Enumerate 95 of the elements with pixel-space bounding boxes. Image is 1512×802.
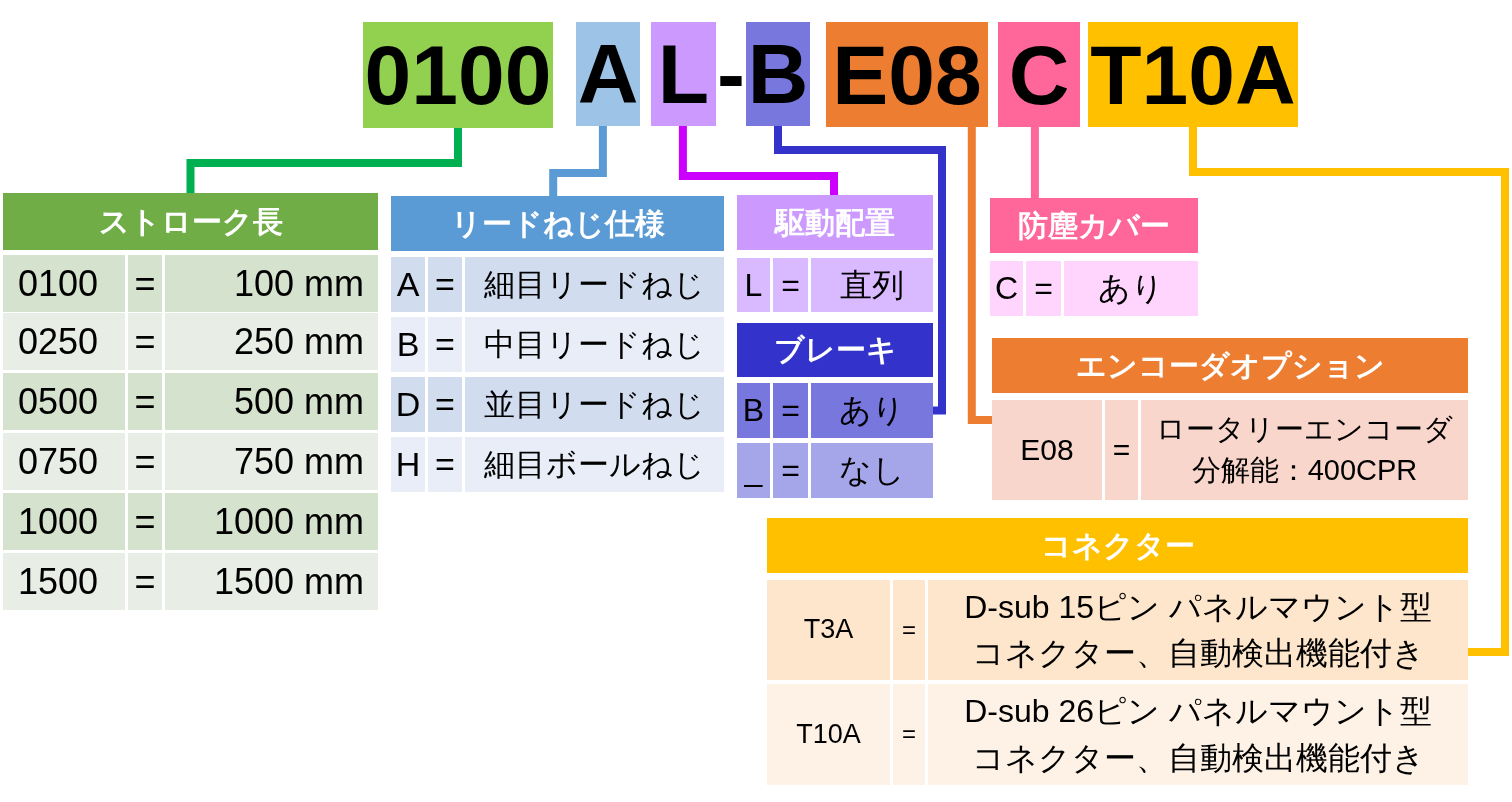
option-code-cell: 0100 [3,255,125,312]
option-row [391,377,724,432]
equals-sign-cell: = [893,684,925,785]
option-row [3,553,378,610]
option-description-cell: 細目リードねじ [465,257,724,312]
option-description-cell: ロータリーエンコーダ分解能：400CPR [1141,400,1468,500]
option-row [767,580,1468,680]
leader-line [1189,127,1509,656]
option-description-cell: あり [1064,261,1198,316]
option-row [992,400,1468,500]
leader-line [967,127,992,424]
option-row [737,443,933,498]
table-header: 駆動配置 [737,195,933,250]
table-header: コネクター [767,518,1468,573]
equals-sign-cell: = [428,257,462,312]
option-code-cell: 0250 [3,313,125,370]
option-code-cell: H [391,437,425,492]
option-description-cell: 並目リードねじ [465,377,724,432]
table-header: ブレーキ [737,323,933,377]
code-segment: T10A [1088,22,1298,127]
option-description-cell: 1000 mm [165,493,378,550]
code-segment: A [576,22,640,126]
equals-sign-cell: = [1105,400,1138,500]
option-row [3,433,378,490]
option-table [3,193,378,610]
equals-sign-cell: = [1026,261,1061,316]
option-table [990,198,1198,316]
option-table [992,338,1468,500]
option-code-cell: 0750 [3,433,125,490]
option-code-cell: T10A [767,684,890,785]
equals-sign-cell: = [128,255,162,312]
table-header: ストローク長 [3,193,378,250]
equals-sign-cell: = [773,383,808,438]
option-code-cell: _ [737,443,770,498]
table-header: 防塵カバー [990,198,1198,253]
option-row [767,684,1468,785]
equals-sign-cell: = [128,553,162,610]
equals-sign-cell: = [428,437,462,492]
option-code-cell: T3A [767,580,890,680]
option-row [3,373,378,430]
option-description-cell: なし [811,443,933,498]
equals-sign-cell: = [128,493,162,550]
leader-line [678,126,838,195]
option-description-cell: 250 mm [165,313,378,370]
leader-line [1030,127,1039,198]
option-description-cell: 750 mm [165,433,378,490]
equals-sign-cell: = [428,317,462,372]
equals-sign-cell: = [128,433,162,490]
option-row [3,255,378,312]
option-code-cell: E08 [992,400,1102,500]
equals-sign-cell: = [773,443,808,498]
option-table [737,195,933,312]
option-row [990,261,1198,316]
option-code-cell: D [391,377,425,432]
equals-sign-cell: = [128,373,162,430]
equals-sign-cell: = [893,580,925,680]
option-description-cell: 直列 [811,258,933,312]
table-header: エンコーダオプション [992,338,1468,393]
option-description-cell: D-sub 26ピン パネルマウント型コネクター、自動検出機能付き [928,684,1468,785]
code-hyphen: - [716,26,746,123]
option-code-cell: L [737,258,770,312]
option-row [391,257,724,312]
option-table [767,518,1468,785]
option-description-cell: 500 mm [165,373,378,430]
option-table [391,196,724,492]
code-segment: 0100 [363,22,553,128]
option-description-cell: D-sub 15ピン パネルマウント型コネクター、自動検出機能付き [928,580,1468,680]
option-description-cell: 100 mm [165,255,378,312]
option-code-cell: A [391,257,425,312]
code-segment: C [998,22,1080,127]
code-segment: L [651,22,716,126]
equals-sign-cell: = [773,258,808,312]
leader-line [186,128,462,193]
option-row [737,258,933,312]
option-description-cell: あり [811,383,933,438]
option-row [3,313,378,370]
equals-sign-cell: = [128,313,162,370]
option-row [3,493,378,550]
option-code-cell: 1500 [3,553,125,610]
code-segment: B [746,22,810,126]
equals-sign-cell: = [428,377,462,432]
option-code-cell: B [737,383,770,438]
option-description-cell: 中目リードねじ [465,317,724,372]
leader-line [549,126,607,196]
leader-line [774,126,946,415]
option-code-cell: 0500 [3,373,125,430]
option-code-cell: B [391,317,425,372]
table-header: リードねじ仕様 [391,196,724,251]
option-description-cell: 細目ボールねじ [465,437,724,492]
option-code-cell: C [990,261,1023,316]
option-code-cell: 1000 [3,493,125,550]
option-description-cell: 1500 mm [165,553,378,610]
option-row [737,383,933,438]
code-segment: E08 [826,22,988,127]
option-table [737,323,933,498]
